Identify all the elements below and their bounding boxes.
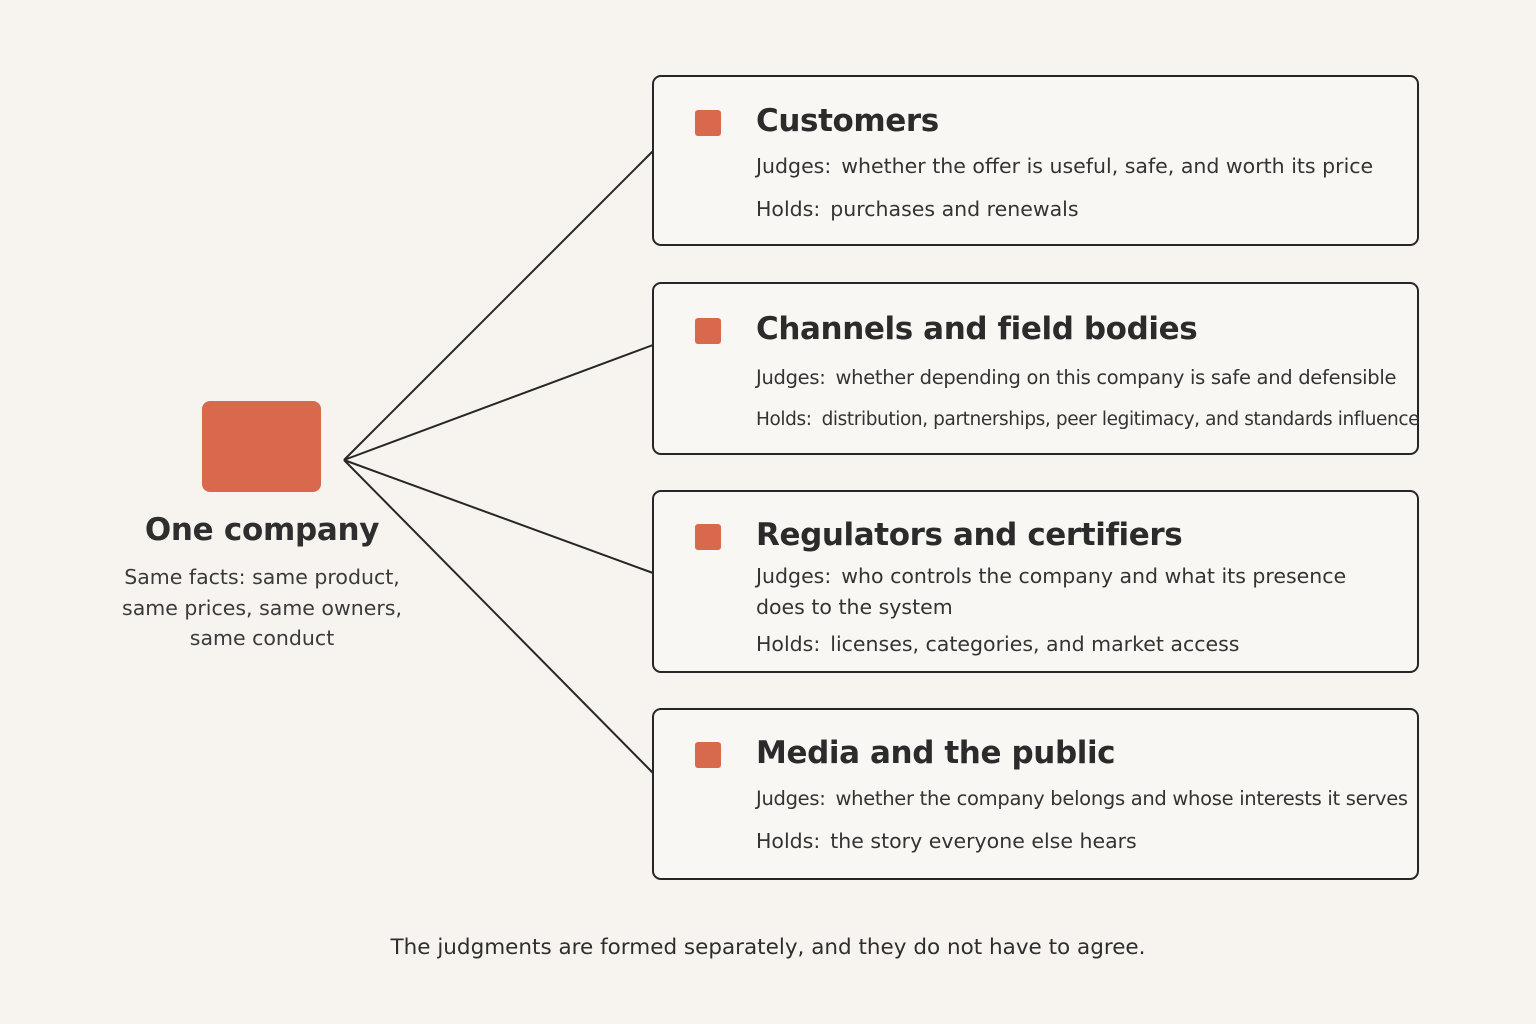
stakeholder-marker — [695, 524, 721, 550]
stakeholder-title: Regulators and certifiers — [756, 517, 1183, 553]
holds-label: Holds: — [756, 409, 812, 430]
connector-channels — [343, 344, 654, 461]
company-description-line: Same facts: same product, — [124, 565, 400, 589]
connector-regulators — [343, 459, 654, 574]
stakeholder-marker — [695, 110, 721, 136]
company-description-line: same conduct — [189, 626, 335, 650]
judges-label: Judges: — [756, 154, 832, 178]
stakeholder-title: Media and the public — [756, 735, 1116, 771]
connector-customers — [343, 150, 654, 461]
stakeholder-box-media: Media and the public Judges: whether the … — [652, 708, 1419, 880]
holds-line: Holds: purchases and renewals — [756, 194, 1411, 225]
company-title: One company — [144, 512, 380, 548]
holds-label: Holds: — [756, 632, 821, 656]
judges-label: Judges: — [756, 564, 832, 588]
company-block — [202, 401, 321, 492]
holds-text: distribution, partnerships, peer legitim… — [821, 409, 1420, 430]
holds-label: Holds: — [756, 197, 821, 221]
holds-text: the story everyone else hears — [830, 829, 1137, 853]
judges-line: Judges:who controls the company and what… — [756, 561, 1356, 623]
judges-text: whether depending on this company is saf… — [835, 366, 1397, 389]
holds-text: purchases and renewals — [830, 197, 1079, 221]
connector-media — [343, 459, 654, 774]
holds-line: Holds: licenses, categories, and market a… — [756, 629, 1411, 660]
holds-label: Holds: — [756, 829, 821, 853]
stakeholder-box-customers: Customers Judges: whether the offer is us… — [652, 75, 1419, 246]
holds-line: Holds: distribution, partnerships, peer l… — [756, 404, 1419, 435]
company-description-line: same prices, same owners, — [122, 595, 402, 620]
holds-line: Holds: the story everyone else hears — [756, 826, 1411, 857]
judges-text: whether the offer is useful, safe, and w… — [841, 154, 1374, 178]
judges-label: Judges: — [756, 787, 826, 810]
judges-label: Judges: — [756, 366, 826, 389]
stakeholder-marker — [695, 318, 721, 344]
stakeholder-title: Customers — [756, 103, 939, 139]
stakeholder-box-channels: Channels and field bodies Judges: whether… — [652, 282, 1419, 455]
stakeholder-marker — [695, 742, 721, 768]
judges-text: whether the company belongs and whose in… — [835, 787, 1409, 810]
stakeholder-box-regulators: Regulators and certifiers Judges:who con… — [652, 490, 1419, 673]
judges-line: Judges: whether the company belongs and w… — [756, 783, 1411, 814]
judges-line: Judges: whether the offer is useful, safe… — [756, 151, 1411, 182]
stakeholder-title: Channels and field bodies — [756, 311, 1198, 347]
company-description: Same facts: same product, same prices, s… — [102, 562, 422, 654]
footer-note: The judgments are formed separately, and… — [390, 935, 1146, 960]
holds-text: licenses, categories, and market access — [830, 632, 1240, 656]
judges-text: who controls the company and what its pr… — [756, 564, 1347, 619]
judges-line: Judges: whether depending on this company… — [756, 362, 1411, 393]
